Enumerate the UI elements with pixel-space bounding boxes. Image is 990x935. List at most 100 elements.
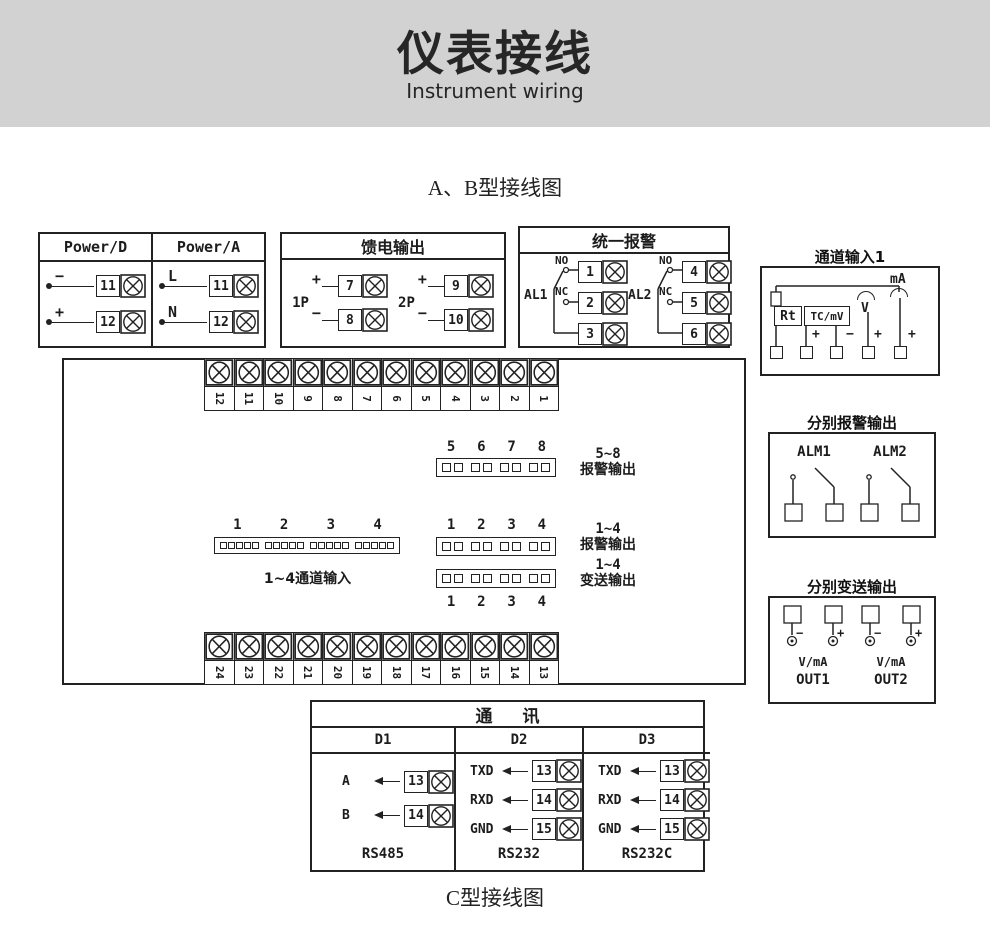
out1-group: − + V/mA OUT1 bbox=[778, 604, 848, 688]
screw-terminal-icon bbox=[602, 260, 628, 284]
terminal-cell: 20 bbox=[322, 632, 353, 685]
signal-label: A bbox=[342, 774, 350, 789]
section-ab-title: A、B型接线图 bbox=[427, 176, 563, 200]
terminal-cell: 1 bbox=[528, 358, 559, 411]
wire bbox=[427, 285, 444, 287]
unified-alarm-title: 统一报警 bbox=[520, 228, 728, 254]
input-terminal bbox=[770, 346, 783, 359]
terminal-cell: 13 bbox=[528, 632, 559, 685]
screw-terminal-icon bbox=[264, 633, 293, 660]
terminal-number: 15 bbox=[532, 818, 556, 840]
terminal-row: + 9 bbox=[418, 270, 494, 298]
alm-label: ALM2 bbox=[873, 444, 907, 460]
pin-number: 7 bbox=[507, 439, 516, 455]
terminal-number: 12 bbox=[96, 311, 120, 333]
screw-terminal-icon bbox=[468, 274, 494, 298]
screw-terminal-icon bbox=[500, 359, 529, 386]
terminal-cell: 19 bbox=[351, 632, 382, 685]
comm-column-d2: D2 TXD 13 RXD 14 GND 15 bbox=[454, 728, 582, 870]
screw-terminal-icon bbox=[293, 633, 323, 660]
screw-terminal-icon bbox=[352, 359, 382, 386]
power-box: Power/D Power/A − 11 + 12 L 11 N 12 bbox=[38, 232, 266, 348]
channel-1-4-label: 1~4通道输入 bbox=[263, 571, 352, 587]
comm-row: GND 15 bbox=[598, 817, 710, 841]
separate-alarm-box: ALM1 ALM2 bbox=[768, 432, 936, 538]
polarity-label: − bbox=[796, 626, 804, 640]
terminal-cell: 21 bbox=[292, 632, 323, 685]
arrow-wire-icon bbox=[502, 795, 528, 804]
polarity-label: + bbox=[908, 327, 916, 342]
wire: + bbox=[46, 303, 94, 325]
screw-terminal-icon bbox=[556, 759, 582, 783]
pin-number: 6 bbox=[477, 439, 486, 455]
alarm-1-4-label: 1~4 报警输出 bbox=[580, 521, 636, 553]
terminal-cell: 11 bbox=[233, 358, 264, 411]
screw-terminal-icon bbox=[602, 291, 628, 315]
terminal-number: 5 bbox=[682, 292, 706, 314]
terminal-row: 3 bbox=[578, 322, 628, 346]
terminal-cell: 14 bbox=[499, 632, 530, 685]
terminal-cell: 6 bbox=[381, 358, 412, 411]
screw-terminal-icon bbox=[120, 310, 146, 334]
screw-terminal-icon bbox=[441, 359, 470, 386]
terminal-number: 4 bbox=[682, 261, 706, 283]
relay-contact-icon bbox=[784, 467, 844, 522]
no-contact-label: NO bbox=[555, 254, 569, 267]
relay-switch-icon bbox=[657, 266, 682, 334]
input-terminal bbox=[830, 346, 843, 359]
pin-number: 8 bbox=[537, 439, 547, 455]
terminal-row: 4 bbox=[682, 260, 732, 284]
tc-mv-input-label: TC/mV bbox=[804, 306, 850, 326]
power-body: − 11 + 12 L 11 N 12 bbox=[40, 262, 264, 346]
screw-terminal-icon bbox=[556, 788, 582, 812]
terminal-number: 8 bbox=[337, 309, 362, 331]
terminal-cell: 8 bbox=[322, 358, 353, 411]
feed-body: 1P + 7 − 8 2P + bbox=[282, 260, 504, 346]
terminal-number: 14 bbox=[532, 789, 556, 811]
terminal-row: 2 bbox=[578, 291, 628, 315]
polarity-label: − bbox=[55, 266, 65, 285]
wire: − bbox=[46, 267, 94, 289]
comm-row: GND 15 bbox=[470, 817, 582, 841]
screw-terminal-icon bbox=[470, 359, 500, 386]
wire bbox=[321, 319, 338, 321]
nc-contact-label: NC bbox=[659, 285, 673, 298]
pin-number: 1 bbox=[446, 517, 456, 533]
terminal-cell: 3 bbox=[469, 358, 500, 411]
terminal-cell: 24 bbox=[204, 632, 235, 685]
screw-terminal-icon bbox=[234, 633, 264, 660]
screw-terminal-icon bbox=[529, 359, 559, 386]
page-subtitle: Instrument wiring bbox=[406, 79, 584, 103]
terminal-row: N 12 bbox=[159, 303, 259, 334]
comm-row: RXD 14 bbox=[598, 788, 710, 812]
signal-label: RXD bbox=[598, 792, 622, 808]
screw-terminal-icon bbox=[352, 633, 382, 660]
terminal-cell: 5 bbox=[410, 358, 441, 411]
terminal-number: 9 bbox=[443, 275, 468, 297]
out2-group: − + V/mA OUT2 bbox=[856, 604, 926, 688]
channel-input-title: 通道输入1 bbox=[814, 248, 886, 266]
power-d-header: Power/D bbox=[40, 234, 153, 260]
screw-terminal-icon bbox=[120, 274, 146, 298]
terminal-number: 1 bbox=[578, 261, 602, 283]
alarm-5-8-connector bbox=[436, 458, 556, 477]
group-label: 1P bbox=[292, 295, 309, 311]
arrow-wire-icon bbox=[502, 766, 528, 775]
pin-number: 2 bbox=[477, 517, 486, 533]
terminal-number: 11 bbox=[209, 275, 233, 297]
wire: N bbox=[159, 303, 207, 325]
screw-terminal-icon bbox=[382, 633, 411, 660]
transmit-1-4-label: 1~4 变送输出 bbox=[580, 557, 636, 589]
arrow-wire-icon bbox=[630, 824, 656, 833]
signal-label: B bbox=[342, 808, 350, 823]
terminal-cell: 12 bbox=[204, 358, 235, 411]
terminal-row: − 8 bbox=[312, 304, 388, 332]
feed-output-title: 馈电输出 bbox=[282, 234, 504, 260]
screw-terminal-icon bbox=[602, 322, 628, 346]
screw-terminal-icon bbox=[234, 359, 264, 386]
screw-terminal-icon bbox=[411, 633, 441, 660]
terminal-number: 3 bbox=[578, 323, 602, 345]
comm-header: D1 bbox=[312, 728, 454, 754]
polarity-label: − bbox=[311, 304, 321, 322]
alarm-group-al1: AL1 NO NC 1 2 3 bbox=[524, 254, 628, 346]
